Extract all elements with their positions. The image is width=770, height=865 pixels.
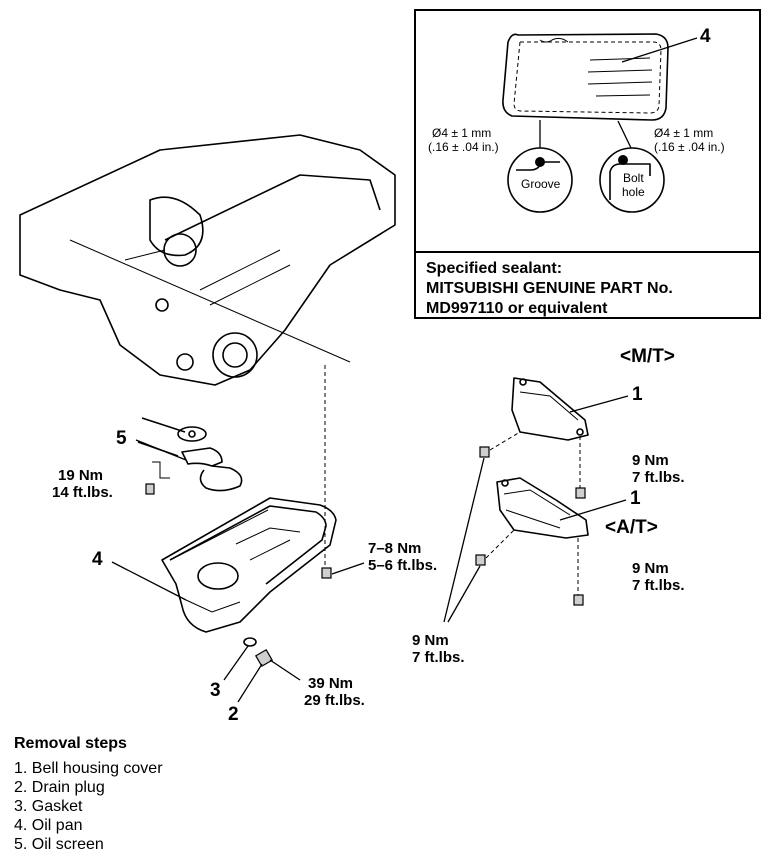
- cover-mt-torque-nm: 9 Nm: [632, 452, 669, 469]
- callout-1-at: 1: [630, 488, 641, 509]
- bell-housing-cover-at: [496, 477, 589, 539]
- oil-screen-bolt: [145, 483, 155, 495]
- removal-steps: Removal steps 1. Bell housing cover 2. D…: [14, 735, 414, 854]
- bolt-label: Bolt: [623, 171, 644, 185]
- drain-torque-nm: 39 Nm: [308, 675, 353, 692]
- sealant-equivalent: MD997110 or equivalent: [426, 300, 608, 317]
- sealant-part-number: MITSUBISHI GENUINE PART No.: [426, 280, 673, 297]
- variant-mt: <M/T>: [620, 346, 675, 367]
- oil-pan-exploded-diagram: 4 Ø4 ± 1 mm (.16 ± .04 in.) Ø4 ± 1 mm (.…: [19, 9, 761, 725]
- cover-at-torque-ft: 7 ft.lbs.: [632, 577, 685, 594]
- callout-1-mt: 1: [632, 384, 643, 405]
- bead-size-right-inch: (.16 ± .04 in.): [654, 140, 725, 154]
- oil-pan: [161, 497, 337, 633]
- cover-at-torque-nm: 9 Nm: [632, 560, 669, 577]
- cover-left-bolt-lower: [475, 554, 486, 566]
- callout-3: 3: [210, 680, 221, 701]
- screen-torque-nm: 19 Nm: [58, 467, 103, 484]
- bolt-hole-detail: Bolt hole: [599, 147, 665, 213]
- drain-plug: [254, 648, 274, 668]
- cover-mt-bolt: [575, 487, 586, 499]
- engine-block: [19, 134, 396, 386]
- removal-steps-title: Removal steps: [14, 735, 127, 752]
- gasket: [243, 637, 257, 647]
- sealant-title: Specified sealant:: [426, 260, 562, 277]
- cover-at-bolt: [573, 594, 584, 606]
- callout-2: 2: [228, 704, 239, 725]
- variant-at: <A/T>: [605, 517, 658, 538]
- bell-housing-cover-mt: [511, 377, 589, 441]
- bead-size-left-inch: (.16 ± .04 in.): [428, 140, 499, 154]
- oil-pan-top-view: [502, 33, 669, 121]
- pan-torque-nm: 7–8 Nm: [368, 540, 421, 557]
- removal-step: 5. Oil screen: [14, 836, 104, 853]
- removal-step: 1. Bell housing cover: [14, 760, 163, 777]
- oil-screen: [137, 417, 243, 492]
- screen-torque-ft: 14 ft.lbs.: [52, 484, 113, 501]
- groove-label: Groove: [521, 177, 561, 191]
- callout-4: 4: [92, 549, 103, 570]
- groove-detail: Groove: [507, 147, 573, 213]
- removal-steps-list: 1. Bell housing cover 2. Drain plug 3. G…: [14, 759, 414, 854]
- cover-lower-torque-ft: 7 ft.lbs.: [412, 649, 465, 666]
- callout-5: 5: [116, 428, 127, 449]
- removal-step: 2. Drain plug: [14, 779, 105, 796]
- bead-size-right: Ø4 ± 1 mm: [654, 126, 713, 140]
- cover-left-bolt-upper: [479, 446, 490, 458]
- drain-torque-ft: 29 ft.lbs.: [304, 692, 365, 709]
- hole-label: hole: [622, 185, 645, 199]
- removal-step: 4. Oil pan: [14, 817, 83, 834]
- removal-step: 3. Gasket: [14, 798, 83, 815]
- bead-size-left: Ø4 ± 1 mm: [432, 126, 491, 140]
- cover-lower-torque-nm: 9 Nm: [412, 632, 449, 649]
- pan-torque-ft: 5–6 ft.lbs.: [368, 557, 437, 574]
- callout-4-inset: 4: [700, 26, 711, 47]
- oil-pan-bolt: [321, 567, 332, 579]
- sealant-inset: 4 Ø4 ± 1 mm (.16 ± .04 in.) Ø4 ± 1 mm (.…: [414, 9, 761, 319]
- cover-mt-torque-ft: 7 ft.lbs.: [632, 469, 685, 486]
